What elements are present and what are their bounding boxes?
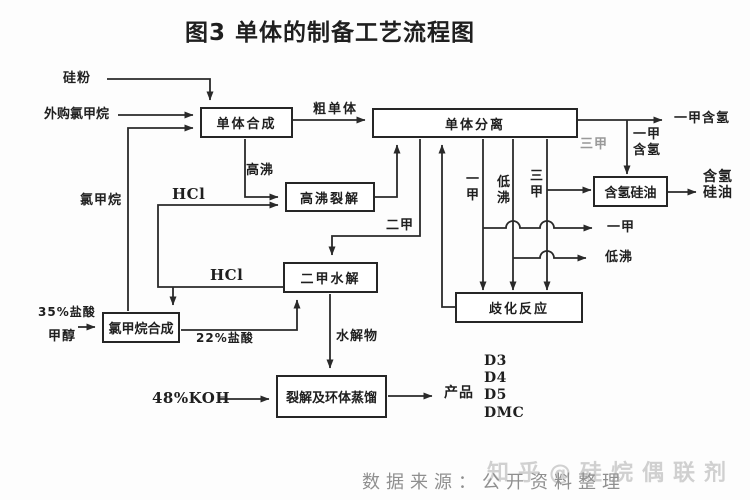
node-disproportionation: 歧化反应 (455, 292, 583, 323)
node-high-boiler-cracking: 高沸裂解 (285, 182, 375, 212)
node-dimethyl-hydrolysis: 二甲水解 (283, 262, 378, 293)
line-monomethyl-branch (483, 220, 593, 232)
label-hydrolysate: 水解物 (336, 329, 379, 344)
product-item-d3: D3 (484, 353, 507, 369)
line-cracking-recycle (375, 144, 401, 198)
label-product: 产品 (444, 385, 474, 401)
label-acid-22: 22%盐酸 (196, 331, 254, 345)
label-silicone-oil-out: 含氢硅油 (703, 169, 733, 201)
line-silicon-powder (107, 78, 214, 101)
label-hcl-upper: HCl (172, 185, 206, 203)
node-hydrogen-silicone-oil: 含氢硅油 (593, 176, 668, 207)
line-low-boiler-branch (513, 250, 587, 262)
node-cracking-cyclic-distillation: 裂解及环体蒸馏 (276, 375, 387, 418)
product-item-dmc: DMC (484, 405, 525, 421)
label-hcl-lower: HCl (210, 266, 244, 284)
line-dimethyl (328, 139, 421, 256)
label-monomethyl-out: 一甲 (607, 220, 636, 235)
line-hcl-to-cracking (157, 201, 283, 288)
label-methyl-hydrogen-branch: 一甲含氢 (633, 127, 662, 158)
label-dimethyl: 二甲 (386, 218, 415, 233)
watermark-text: 知乎@硅烷偶联剂 (487, 461, 736, 486)
product-item-d5: D5 (484, 387, 507, 403)
label-chloromethane: 氯甲烷 (80, 193, 123, 208)
line-high-boiler (244, 139, 279, 201)
label-methyl-hydrogen-out: 一甲含氢 (674, 111, 731, 126)
label-purchased-chloromethane: 外购氯甲烷 (44, 107, 110, 122)
label-high-boiler: 高沸 (246, 163, 275, 178)
line-disproportionation-recycle (438, 144, 455, 308)
label-low-boiler-out: 低沸 (605, 250, 634, 265)
label-low-boiler-column: 低沸 (496, 175, 510, 206)
line-acid22-recycle (181, 299, 301, 331)
label-crude-monomer: 粗单体 (313, 102, 359, 117)
diagram-title: 图3 单体的制备工艺流程图 (185, 20, 476, 46)
flow-lines (78, 78, 697, 403)
label-monomethyl-column: 一甲 (465, 172, 479, 203)
node-monomer-separation: 单体分离 (372, 108, 578, 138)
label-trimethyl-branch: 三甲 (580, 137, 609, 152)
label-trimethyl-column: 三甲 (529, 169, 543, 200)
line-chloromethane-recycle (127, 124, 194, 311)
node-chloromethane-synthesis: 氯甲烷合成 (102, 312, 180, 343)
label-silicon-powder: 硅粉 (63, 71, 92, 86)
node-monomer-synthesis: 单体合成 (200, 107, 293, 138)
label-methanol: 甲醇 (48, 329, 77, 344)
data-source-caption: 数据来源：公开资料整理 (362, 472, 626, 493)
label-acid-35: 35%盐酸 (38, 305, 96, 319)
product-item-d4: D4 (484, 370, 507, 386)
label-koh: 48%KOH (152, 389, 230, 407)
